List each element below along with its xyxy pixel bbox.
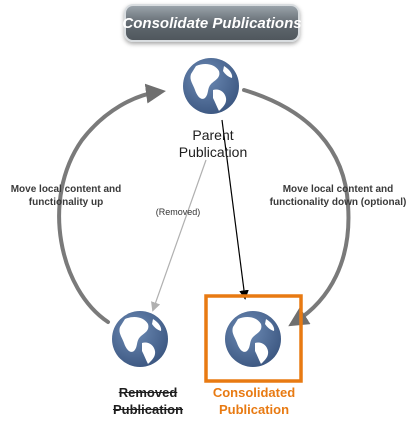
consolidated-publication-label: Consolidated Publication — [198, 384, 310, 418]
parent-publication-label: Parent Publication — [158, 127, 268, 161]
globe-icon — [112, 311, 168, 367]
removed-publication-label: Removed Publication — [98, 384, 198, 418]
move-down-label-line1: Move local content and — [282, 184, 394, 195]
move-up-label-line1: Move local content and — [10, 184, 122, 195]
move-up-label: Move local content and functionality up — [0, 183, 132, 209]
consolidated-highlight-box — [204, 294, 303, 383]
globe-icon — [183, 58, 239, 114]
move-down-label-line2: functionality down (optional) — [269, 197, 407, 208]
removed-label-line1: Removed — [118, 385, 178, 400]
parent-label-line1: Parent — [192, 127, 234, 143]
move-up-label-line2: functionality up — [28, 197, 104, 208]
parent-to-removed-link — [151, 159, 207, 312]
consolidated-label-line1: Consolidated — [212, 385, 296, 400]
diagram-title: Consolidate Publications — [122, 14, 302, 32]
title-badge: Consolidate Publications — [122, 4, 302, 42]
globe-icon — [225, 311, 281, 367]
parent-label-line2: Publication — [178, 144, 248, 160]
removed-link-label: (Removed) — [155, 207, 201, 217]
consolidated-label-line2: Publication — [218, 402, 290, 417]
move-down-label: Move local content and functionality dow… — [256, 183, 420, 209]
parent-to-consolidated-link — [221, 119, 249, 300]
move-down-arrow — [242, 88, 351, 327]
move-up-arrow — [57, 83, 166, 324]
removed-label-line2: Publication — [112, 402, 184, 417]
